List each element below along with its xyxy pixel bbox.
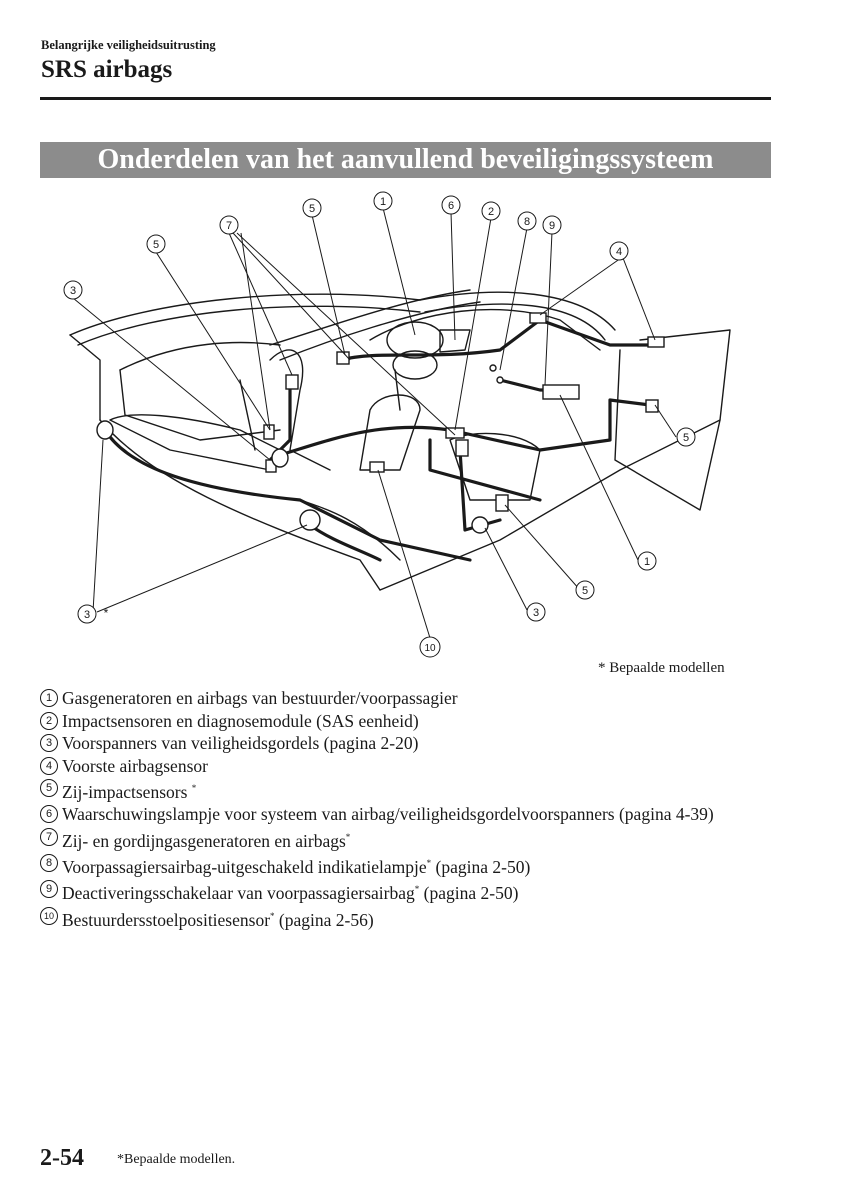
page-number: 2-54 — [40, 1145, 84, 1171]
airbag-system-diagram: 5 1 6 2 8 9 7 5 4 3 5 1 5 3 3 10 * — [63, 191, 731, 658]
legend-text: Zij-impactsensors * — [62, 781, 197, 802]
legend-text: Waarschuwingslampje voor systeem van air… — [62, 804, 714, 825]
legend-number: 5 — [40, 779, 58, 797]
legend-number: 6 — [40, 805, 58, 824]
footnote-mark: * — [345, 831, 351, 842]
callout-10: 10 — [424, 643, 436, 654]
footer-footnote: *Bepaalde modellen. — [117, 1152, 236, 1167]
section-banner: Onderdelen van het aanvullend beveiligin… — [40, 142, 771, 178]
legend-text: Impactsensoren en diagnosemodule (SAS ee… — [62, 710, 419, 731]
callout-8: 8 — [524, 216, 530, 228]
legend-text: Voorspanners van veiligheidsgordels (pag… — [62, 733, 419, 753]
legend-number: 4 — [40, 756, 58, 775]
callout-4: 4 — [616, 246, 622, 258]
callout-5c: 5 — [683, 432, 689, 444]
callout-3b: 3 — [533, 607, 539, 619]
footnote-mark: * — [426, 858, 432, 869]
footnote-mark: * — [414, 884, 420, 895]
legend-text: Gasgeneratoren en airbags van bestuurder… — [62, 688, 458, 708]
callout-3c: 3 — [84, 609, 90, 621]
callout-9: 9 — [549, 220, 555, 232]
title-divider — [40, 97, 771, 100]
section-label: Belangrijke veiligheidsuitrusting — [41, 38, 216, 52]
diagram-note: * Bepaalde modellen — [598, 660, 725, 676]
callout-5a: 5 — [309, 203, 315, 215]
callout-asterisk: * — [104, 606, 109, 620]
legend-text: Deactiveringsschakelaar van voorpassagie… — [62, 883, 519, 904]
callout-5b: 5 — [153, 239, 159, 251]
legend-number: 1 — [40, 689, 58, 707]
legend-number: 8 — [40, 854, 58, 873]
legend-number: 3 — [40, 734, 58, 752]
callout-1b: 1 — [644, 556, 650, 568]
legend-text: Bestuurdersstoelpositiesensor* (pagina 2… — [62, 909, 374, 930]
callout-5d: 5 — [582, 585, 588, 597]
legend-text: Zij- en gordijngasgeneratoren en airbags… — [62, 830, 351, 851]
legend-text: Voorste airbagsensor — [62, 755, 208, 776]
callout-1a: 1 — [380, 196, 386, 208]
callout-6: 6 — [448, 200, 454, 212]
legend-text: Voorpassagiersairbag-uitgeschakeld indik… — [62, 856, 531, 877]
callout-7: 7 — [226, 220, 232, 232]
callout-3a: 3 — [70, 285, 76, 297]
callout-2: 2 — [488, 206, 494, 218]
legend-number: 2 — [40, 711, 58, 730]
legend-number: 7 — [40, 827, 58, 846]
legend-number: 9 — [40, 880, 58, 899]
footnote-mark: * — [191, 783, 197, 793]
footnote-mark: * — [270, 910, 275, 921]
legend-number: 10 — [40, 906, 58, 925]
page-title: SRS airbags — [41, 56, 173, 83]
